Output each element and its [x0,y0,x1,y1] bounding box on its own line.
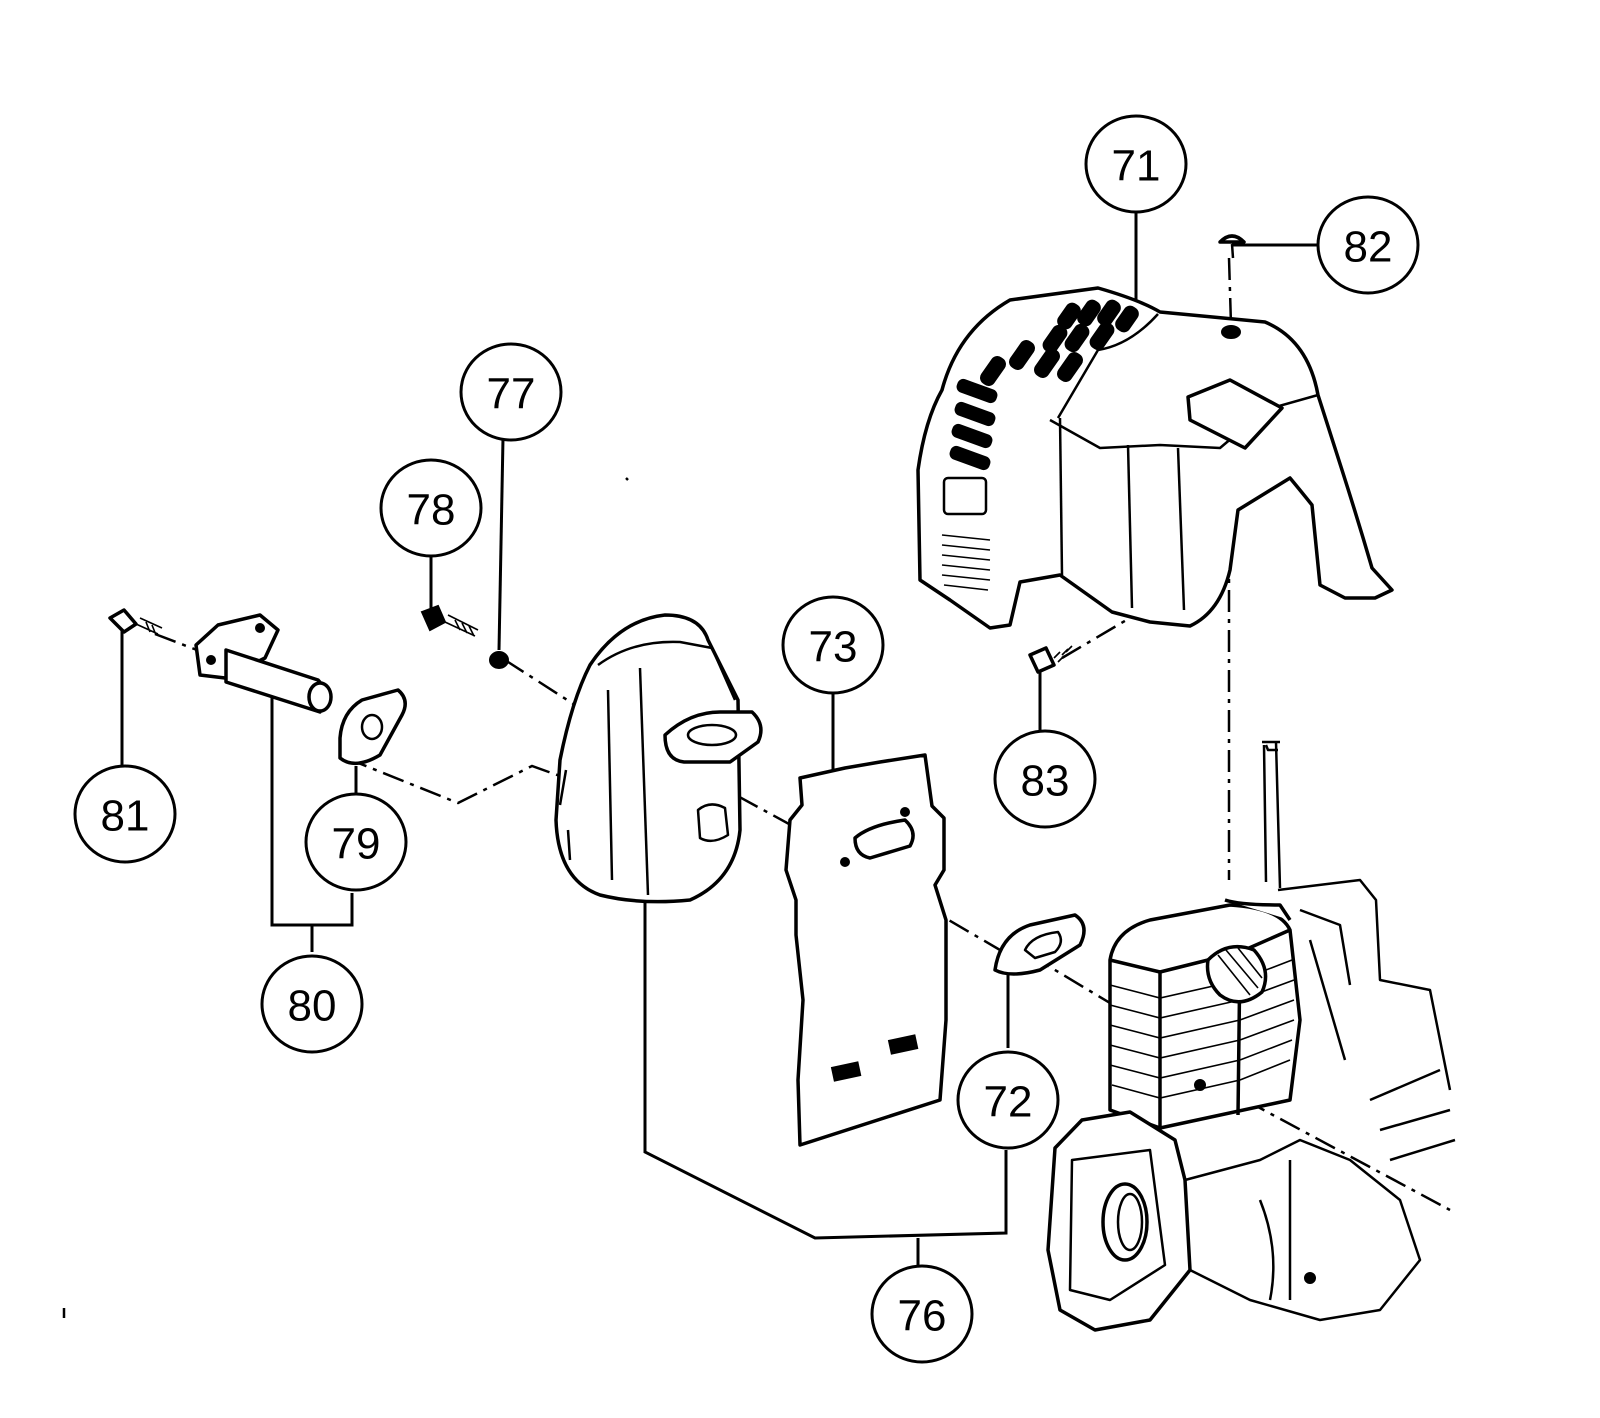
gasket-part-79 [338,688,407,765]
exhaust-pipe-part-80 [194,613,333,714]
callout-78: 78 [379,458,483,558]
callout-83: 83 [993,729,1097,829]
engine-block [1046,740,1456,1332]
callout-label-79: 79 [332,820,381,869]
bolt-part-78 [420,604,479,637]
muffler-part-76 [554,613,763,904]
bolt-part-83 [1028,645,1073,674]
callout-82: 82 [1316,195,1420,295]
callout-80: 80 [260,954,364,1054]
callout-label-83: 83 [1021,757,1070,806]
callout-label-76: 76 [898,1292,947,1341]
callout-79: 79 [304,792,408,892]
callout-label-81: 81 [101,792,150,841]
callout-label-80: 80 [288,982,337,1031]
nut-part-77 [489,651,509,669]
callout-label-78: 78 [407,486,456,535]
callout-81: 81 [73,764,177,864]
callout-label-73: 73 [809,623,858,672]
callout-72: 72 [956,1050,1060,1150]
callout-label-82: 82 [1344,223,1393,272]
engine-cover-part-71 [916,286,1394,630]
heat-shield-part-73 [784,753,948,1147]
callout-73: 73 [781,595,885,695]
leader-lines [120,212,1318,1266]
bolt-part-81 [108,608,163,636]
screw-part-82 [1218,234,1246,259]
callout-77: 77 [459,342,563,442]
cover-vent-slots [941,299,1139,591]
callout-label-71: 71 [1112,142,1161,191]
callout-76: 76 [870,1264,974,1364]
callout-label-77: 77 [487,370,536,419]
callout-label-72: 72 [984,1078,1033,1127]
gasket-part-72 [993,913,1086,976]
scan-speck [625,477,629,481]
callout-71: 71 [1084,114,1188,214]
